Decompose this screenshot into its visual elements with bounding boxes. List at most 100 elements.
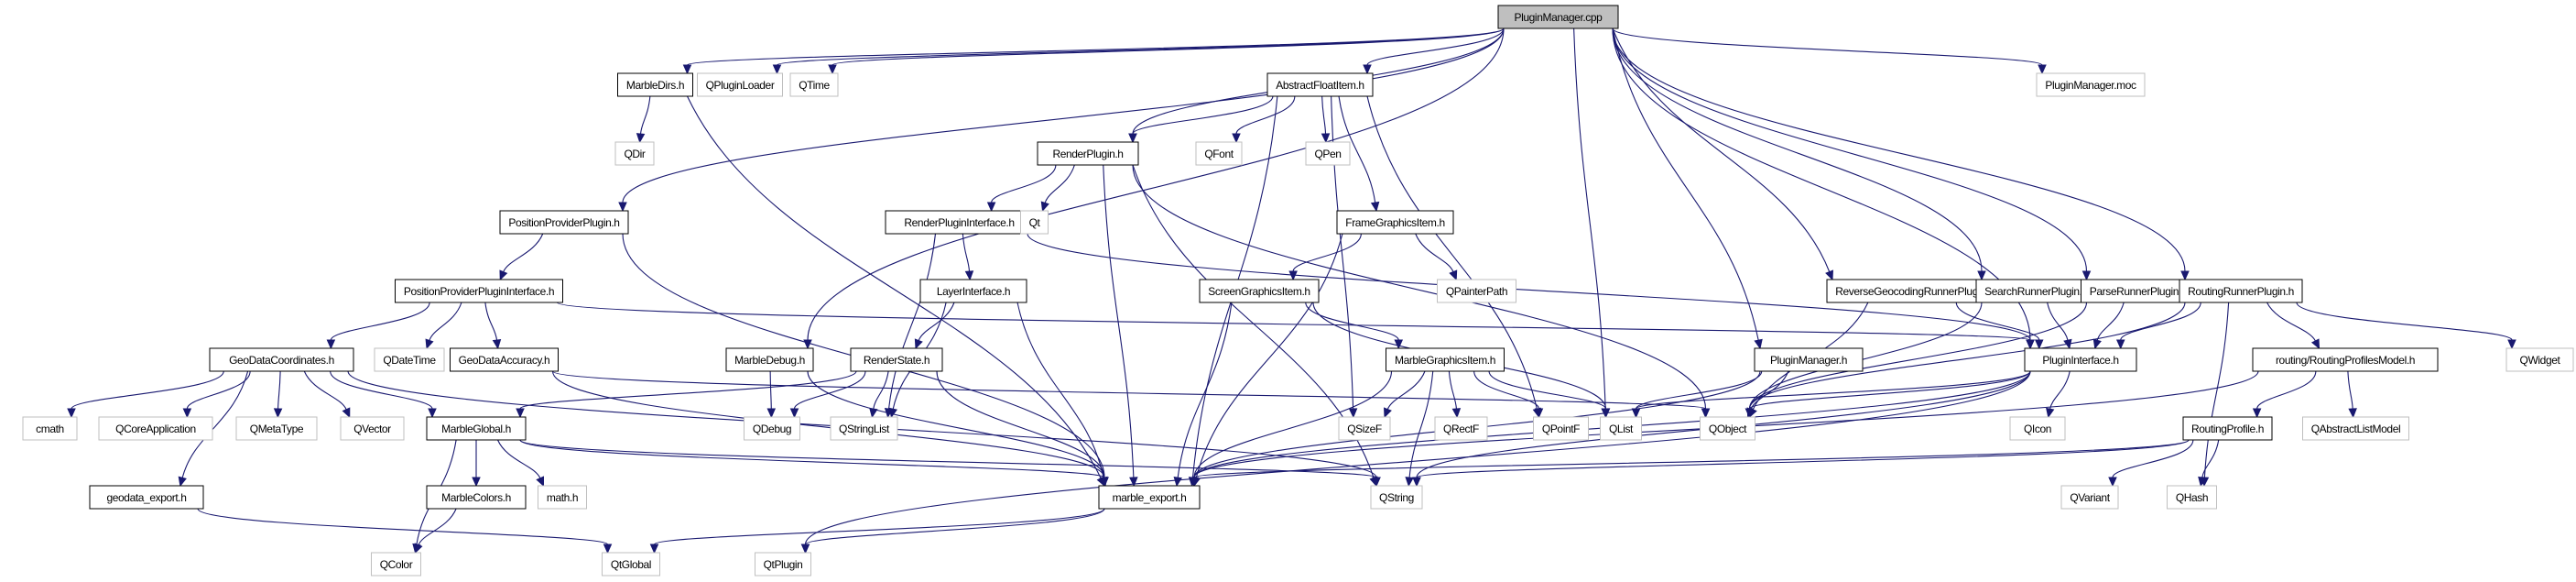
node-box [450, 347, 559, 372]
node-box [1497, 5, 1619, 29]
edge-positionproviderplugin-h-to-positionproviderplugininterface-h [499, 233, 544, 281]
node-marbledirs-h[interactable]: MarbleDirs.h [617, 72, 693, 97]
node-routing-routingprofilesmodel-h[interactable]: routing/RoutingProfilesModel.h [2252, 347, 2439, 372]
arrowhead-icon [1451, 408, 1462, 419]
node-renderstate-h[interactable]: RenderState.h [850, 347, 943, 372]
arrowhead-icon [2507, 339, 2516, 350]
edge-routingprofile-h-to-marble-export-h [1190, 439, 2190, 488]
node-routingprofile-h[interactable]: RoutingProfile.h [2182, 416, 2273, 441]
node-label: PluginManager.h [1770, 354, 1847, 367]
node-box [2179, 279, 2303, 303]
node-box [919, 279, 1027, 303]
node-label: QPluginLoader [706, 79, 775, 92]
edge-line [277, 370, 281, 410]
node-box [2167, 485, 2217, 510]
node-label: QHash [2176, 491, 2208, 504]
edge-line [873, 370, 889, 410]
node-searchrunnerplugin-h[interactable]: SearchRunnerPlugin.h [1975, 279, 2097, 303]
node-geodatacoordinates-h[interactable]: GeoDataCoordinates.h [209, 347, 354, 372]
arrowhead-icon [182, 408, 192, 419]
node-marbleglobal-h[interactable]: MarbleGlobal.h [426, 416, 527, 441]
arrowhead-icon [1288, 270, 1298, 281]
node-box [22, 416, 78, 441]
node-pluginmanager-cpp[interactable]: PluginManager.cpp [1497, 5, 1619, 29]
arrowhead-icon [2252, 408, 2262, 419]
edge-geodataaccuracy-h-to-qobject [551, 370, 1711, 419]
edge-line [484, 302, 498, 341]
edge-line [1612, 27, 1831, 272]
arrowhead-icon [1348, 408, 1358, 419]
node-parserunnerplugin-h[interactable]: ParseRunnerPlugin.h [2081, 279, 2196, 303]
node-qstringlist: QStringList [830, 416, 898, 441]
node-marbledebug-h[interactable]: MarbleDebug.h [725, 347, 814, 372]
arrowhead-icon [1372, 477, 1381, 488]
node-marble-export-h[interactable]: marble_export.h [1098, 485, 1201, 510]
node-box [1037, 141, 1139, 166]
node-marblecolors-h[interactable]: MarbleColors.h [426, 485, 527, 510]
node-renderplugininterface-h[interactable]: RenderPluginInterface.h [885, 210, 1034, 235]
node-box [395, 279, 563, 303]
arrowhead-icon [516, 408, 525, 419]
node-qhash: QHash [2167, 485, 2217, 510]
arrowhead-icon [766, 408, 777, 419]
node-box [2036, 72, 2146, 97]
node-marblegraphicsitem-h[interactable]: MarbleGraphicsItem.h [1386, 347, 1505, 372]
edge-parserunnerplugin-h-to-plugininterface-h [2092, 302, 2125, 350]
node-reversegeocodingrunnerplugin-h[interactable]: ReverseGeocodingRunnerPlugin.h [1826, 279, 2004, 303]
node-box [850, 347, 943, 372]
edge-marbleglobal-h-to-marble-export-h [519, 439, 1109, 488]
edge-line [887, 233, 937, 410]
node-layerinterface-h[interactable]: LayerInterface.h [919, 279, 1027, 303]
node-label: MarbleDirs.h [626, 79, 684, 92]
edge-renderstate-h-to-qdebug [789, 370, 866, 419]
node-geodata-export-h[interactable]: geodata_export.h [89, 485, 204, 510]
node-label: QVariant [2070, 491, 2110, 504]
node-label: QTime [799, 79, 830, 92]
node-routingrunnerplugin-h[interactable]: RoutingRunnerPlugin.h [2179, 279, 2303, 303]
node-positionproviderplugin-h[interactable]: PositionProviderPlugin.h [499, 210, 629, 235]
edge-line [496, 439, 541, 479]
edge-plugininterface-h-to-qobject [1745, 370, 2031, 419]
node-plugininterface-h[interactable]: PluginInterface.h [2024, 347, 2137, 372]
edge-routing-routingprofilesmodel-h-to-qabstractlistmodel [2347, 370, 2357, 419]
arrowhead-icon [1040, 201, 1049, 213]
node-qt: Qt [1020, 210, 1049, 235]
node-abstractfloatitem-h[interactable]: AbstractFloatItem.h [1266, 72, 1374, 97]
node-label: QStringList [839, 423, 890, 435]
node-box [1199, 279, 1320, 303]
edge-line [186, 370, 251, 410]
edge-line [769, 370, 772, 410]
node-framegraphicsitem-h[interactable]: FrameGraphicsItem.h [1336, 210, 1454, 235]
edge-line [1748, 370, 2031, 410]
node-qpointf: QPointF [1533, 416, 1589, 441]
arrowhead-icon [1405, 477, 1414, 488]
edge-pluginmanager-cpp-to-routingrunnerplugin-h [1612, 27, 2190, 281]
node-screengraphicsitem-h[interactable]: ScreenGraphicsItem.h [1199, 279, 1320, 303]
edge-line [936, 370, 1105, 478]
node-box [725, 347, 814, 372]
edge-line [1195, 233, 1343, 478]
node-box [235, 416, 318, 441]
edge-line [2049, 370, 2071, 410]
node-label: RenderPlugin.h [1052, 148, 1123, 160]
edge-line [556, 302, 2031, 341]
edge-marbledirs-h-to-qdir [636, 95, 651, 144]
edge-marble-export-h-to-qtplugin [800, 508, 1105, 555]
node-box [2060, 485, 2119, 510]
arrowhead-icon [2046, 407, 2055, 419]
node-label: QFont [1204, 148, 1234, 160]
edge-line [1612, 27, 1983, 272]
node-pluginmanager-h[interactable]: PluginManager.h [1754, 347, 1864, 372]
arrowhead-icon [964, 270, 974, 281]
node-box [1826, 279, 2004, 303]
edge-line [429, 302, 462, 341]
edge-marblecolors-h-to-qcolor [414, 508, 457, 555]
node-box [499, 210, 629, 235]
node-positionproviderplugininterface-h[interactable]: PositionProviderPluginInterface.h [395, 279, 563, 303]
node-renderplugin-h[interactable]: RenderPlugin.h [1037, 141, 1139, 166]
node-geodataaccuracy-h[interactable]: GeoDataAccuracy.h [450, 347, 559, 372]
arrowhead-icon [425, 338, 434, 350]
arrowhead-icon [914, 338, 923, 350]
node-label: marble_export.h [1113, 491, 1187, 504]
edge-line [1955, 302, 2040, 341]
